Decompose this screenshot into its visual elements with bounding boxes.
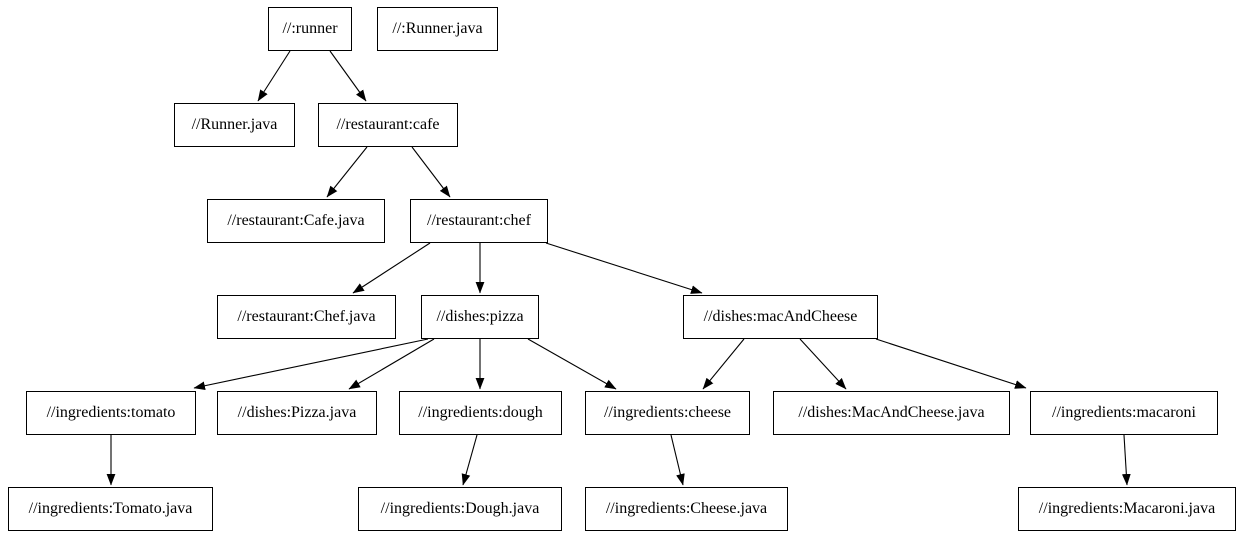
node-label: //ingredients:dough — [418, 404, 543, 421]
graph-node-cheese: //ingredients:cheese — [585, 391, 750, 435]
graph-node-tomato: //ingredients:tomato — [26, 391, 196, 435]
node-label: //restaurant:chef — [427, 212, 531, 229]
edge-mac-and-cheese-to-cheese — [702, 338, 745, 390]
graph-node-macaroni: //ingredients:macaroni — [1030, 391, 1218, 435]
node-label: //restaurant:Cafe.java — [227, 212, 365, 229]
node-label: //:runner — [282, 20, 338, 37]
edge-mac-and-cheese-to-macaroni — [875, 338, 1027, 389]
edge-runner-to-cafe — [329, 50, 367, 102]
node-label: //ingredients:Macaroni.java — [1038, 500, 1216, 517]
edge-cafe-to-cafe-java — [326, 146, 368, 198]
graph-node-mac-and-cheese: //dishes:macAndCheese — [683, 295, 878, 339]
graph-node-cafe-java: //restaurant:Cafe.java — [207, 199, 385, 243]
node-label: //ingredients:cheese — [603, 404, 732, 421]
graph-node-mac-and-cheese-java: //dishes:MacAndCheese.java — [773, 391, 1010, 435]
graph-node-pizza: //dishes:pizza — [421, 295, 539, 339]
edge-mac-and-cheese-to-mac-and-cheese-java — [799, 338, 847, 390]
graph-node-pizza-java: //dishes:Pizza.java — [217, 391, 377, 435]
graph-node-dough-java: //ingredients:Dough.java — [358, 487, 562, 531]
node-label: //dishes:macAndCheese — [703, 308, 858, 325]
graph-node-runner-java-root: //:Runner.java — [377, 7, 498, 51]
edge-macaroni-to-macaroni-java — [1121, 434, 1131, 486]
edge-runner-to-runner-java — [257, 50, 291, 102]
edge-cheese-to-cheese-java — [670, 434, 685, 486]
graph-node-runner-java: //Runner.java — [174, 103, 295, 147]
node-label: //ingredients:Cheese.java — [605, 500, 768, 517]
node-label: //dishes:Pizza.java — [237, 404, 357, 421]
edge-pizza-to-pizza-java — [348, 338, 435, 390]
node-label: //ingredients:Tomato.java — [28, 500, 193, 517]
graph-node-cafe: //restaurant:cafe — [318, 103, 458, 147]
node-label: //ingredients:macaroni — [1052, 404, 1196, 421]
graph-node-runner: //:runner — [268, 7, 352, 51]
edge-cafe-to-chef — [411, 146, 451, 198]
edge-pizza-to-tomato — [193, 338, 429, 391]
graph-node-chef-java: //restaurant:Chef.java — [217, 295, 396, 339]
node-label: //ingredients:tomato — [46, 404, 176, 421]
edge-dough-to-dough-java — [461, 434, 478, 486]
graph-node-chef: //restaurant:chef — [410, 199, 548, 243]
graph-node-macaroni-java: //ingredients:Macaroni.java — [1018, 487, 1236, 531]
edge-chef-to-mac-and-cheese — [545, 242, 703, 294]
graph-node-cheese-java: //ingredients:Cheese.java — [585, 487, 788, 531]
node-label: //restaurant:Chef.java — [237, 308, 376, 325]
node-label: //ingredients:Dough.java — [380, 500, 540, 517]
graph-node-tomato-java: //ingredients:Tomato.java — [8, 487, 213, 531]
node-label: //:Runner.java — [392, 20, 483, 37]
edge-chef-to-chef-java — [352, 242, 431, 294]
node-label: //Runner.java — [191, 116, 278, 133]
edge-pizza-to-cheese — [527, 338, 617, 390]
graph-node-dough: //ingredients:dough — [399, 391, 562, 435]
node-label: //dishes:pizza — [436, 308, 524, 325]
node-label: //dishes:MacAndCheese.java — [798, 404, 985, 421]
node-label: //restaurant:cafe — [336, 116, 440, 133]
